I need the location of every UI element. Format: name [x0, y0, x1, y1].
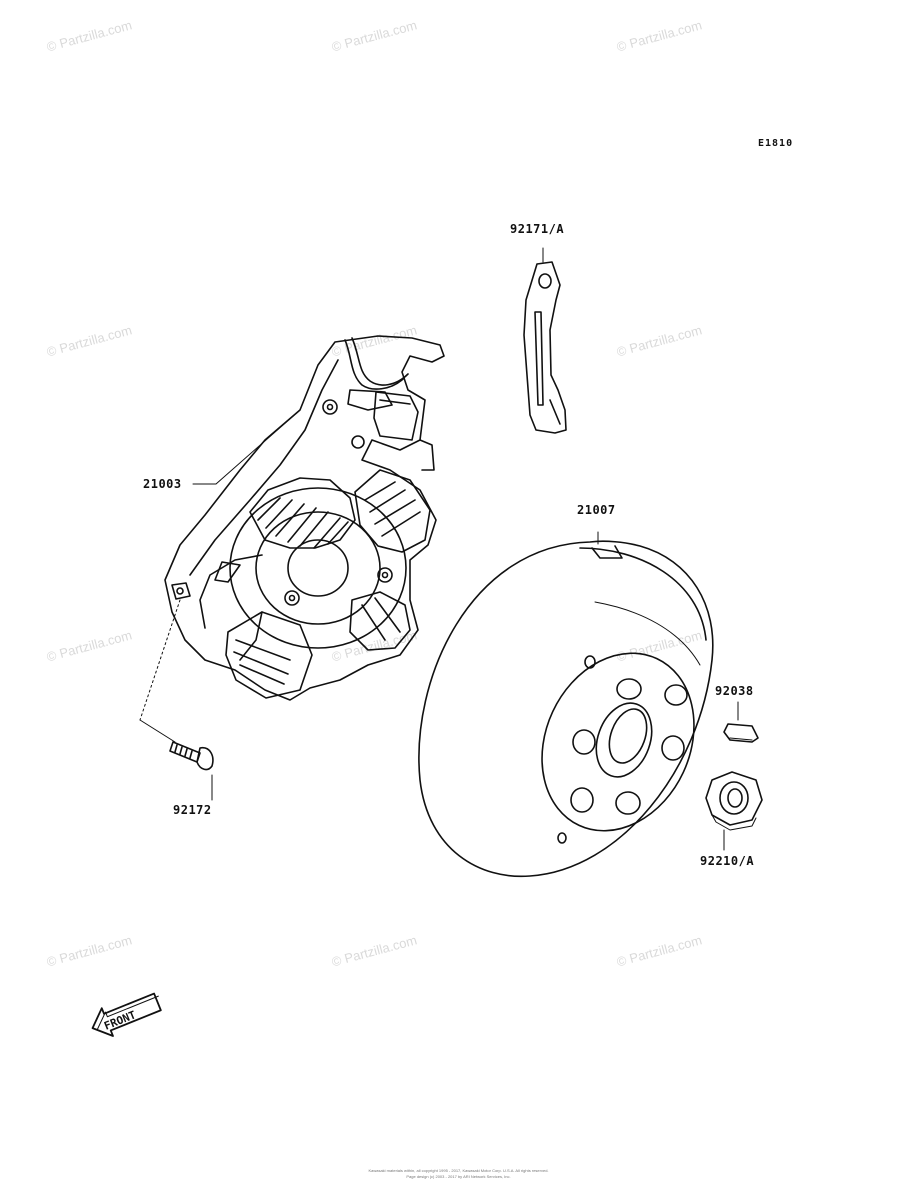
leader-line — [139, 599, 181, 721]
part-label-92038[interactable]: 92038 — [715, 684, 754, 698]
part-label-92210a[interactable]: 92210/A — [700, 854, 755, 868]
part-label-92171a[interactable]: 92171/A — [510, 222, 565, 236]
diagram-code: E1810 — [758, 138, 794, 149]
copyright-line: Kawasaki materials within, all copyright… — [368, 1168, 549, 1173]
part-label-21007[interactable]: 21007 — [577, 503, 616, 517]
nut-drawing — [705, 771, 763, 851]
stator-assembly — [164, 335, 445, 701]
key-drawing — [723, 701, 759, 743]
stator-screw-drawing — [169, 741, 214, 801]
copyright-line-2: Page design (c) 2003 - 2017 by ARI Netwo… — [406, 1174, 511, 1179]
part-label-21003[interactable]: 21003 — [143, 477, 182, 491]
leader-line — [139, 719, 176, 743]
front-arrow-icon — [91, 992, 162, 1037]
leader-line — [192, 409, 301, 485]
flywheel-drawing — [418, 531, 714, 878]
clamp-drawing — [523, 247, 567, 434]
part-label-92172[interactable]: 92172 — [173, 803, 212, 817]
